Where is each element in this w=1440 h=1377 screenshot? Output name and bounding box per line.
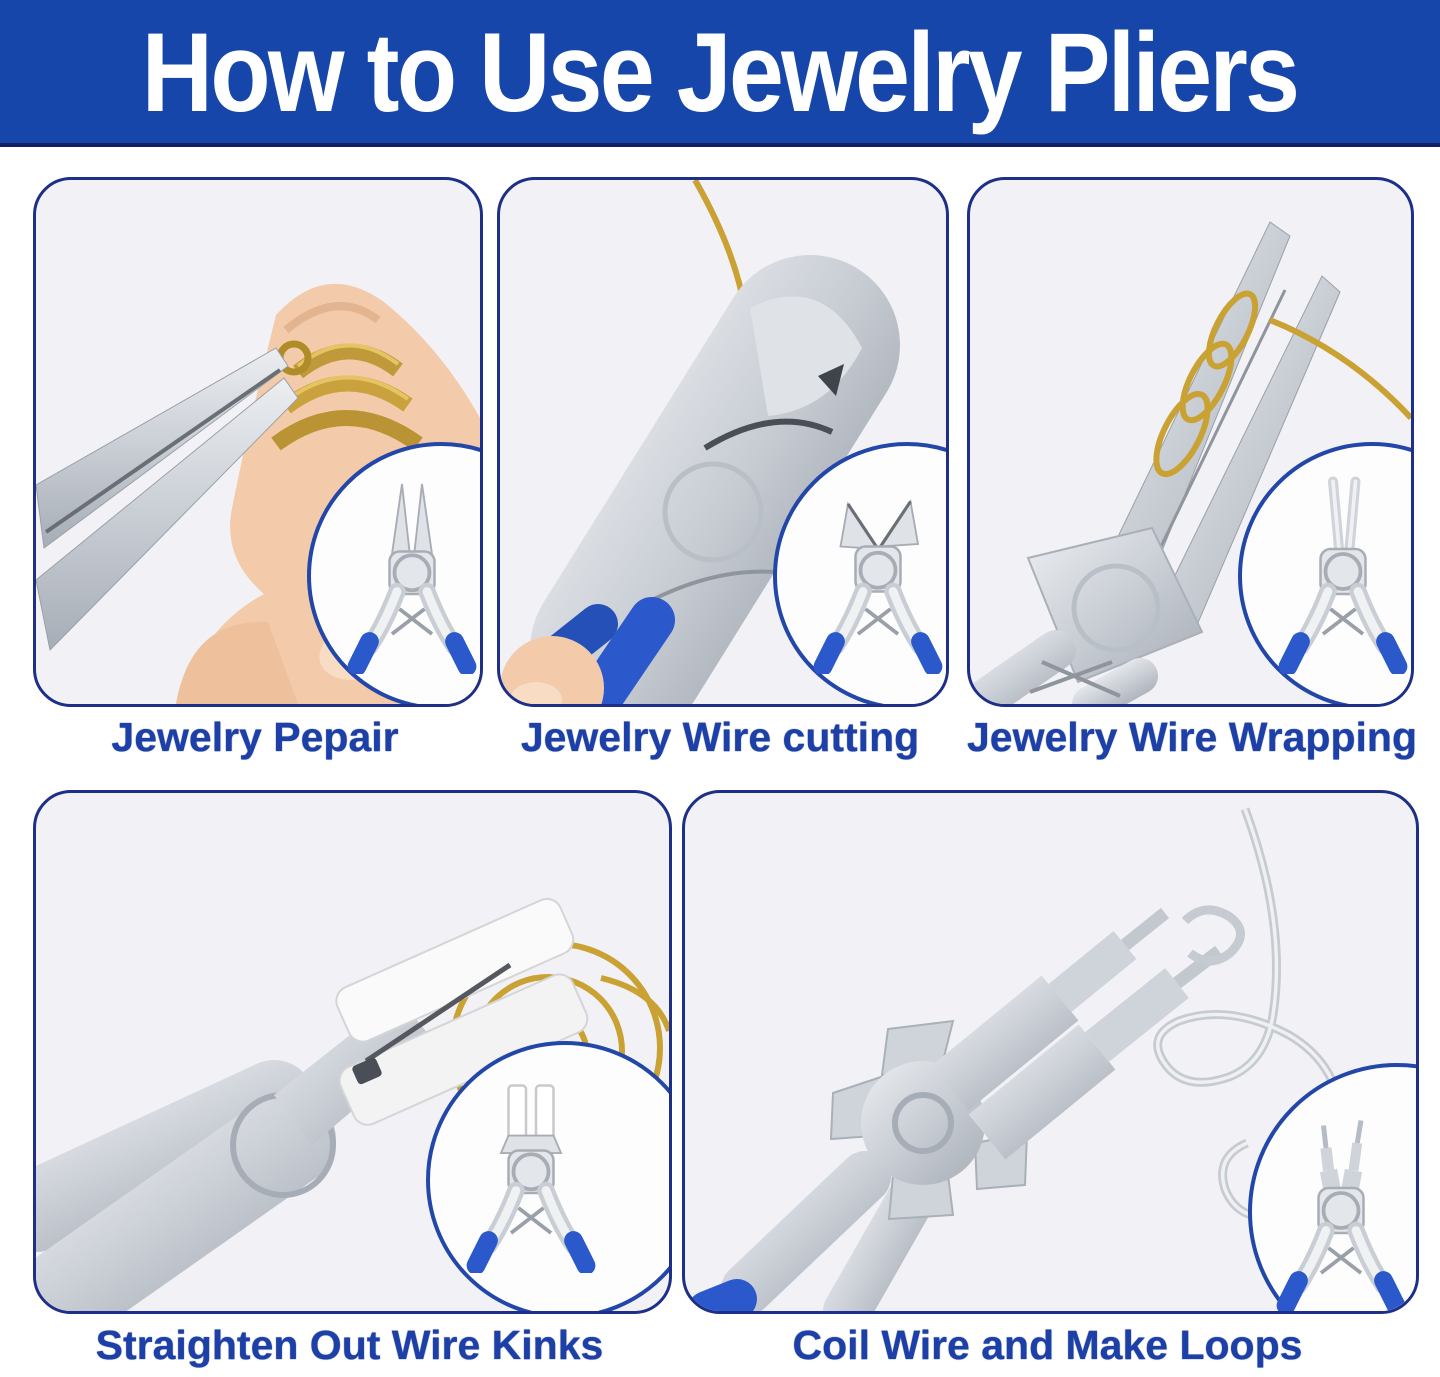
wire-wrapping-photo [970,221,1411,704]
title-banner: How to Use Jewelry Pliers [0,0,1440,147]
panel-wire-cutting [497,177,949,707]
panel-caption: Jewelry Wire cutting [520,714,920,760]
panel-caption: Straighten Out Wire Kinks [95,1322,604,1368]
panel-caption: Coil Wire and Make Loops [792,1322,1303,1368]
panel-caption: Jewelry Wire Wrapping [967,714,1417,760]
chain-nose-pliers-icon [347,483,477,674]
round-nose-pliers-icon [1278,476,1408,674]
nylon-jaw-pliers-icon [466,1084,596,1273]
panel-jewelry-repair [33,177,483,707]
panel-caption: Jewelry Pepair [111,714,399,760]
panel-wire-wrapping [967,177,1414,707]
panel-straighten-wire [33,790,672,1314]
side-cutter-pliers-icon [813,499,943,674]
page-title: How to Use Jewelry Pliers [142,10,1300,135]
panel-coil-wire [682,790,1419,1314]
bail-making-pliers-icon [1276,1120,1406,1311]
pliers-inset-circle [426,1041,669,1311]
